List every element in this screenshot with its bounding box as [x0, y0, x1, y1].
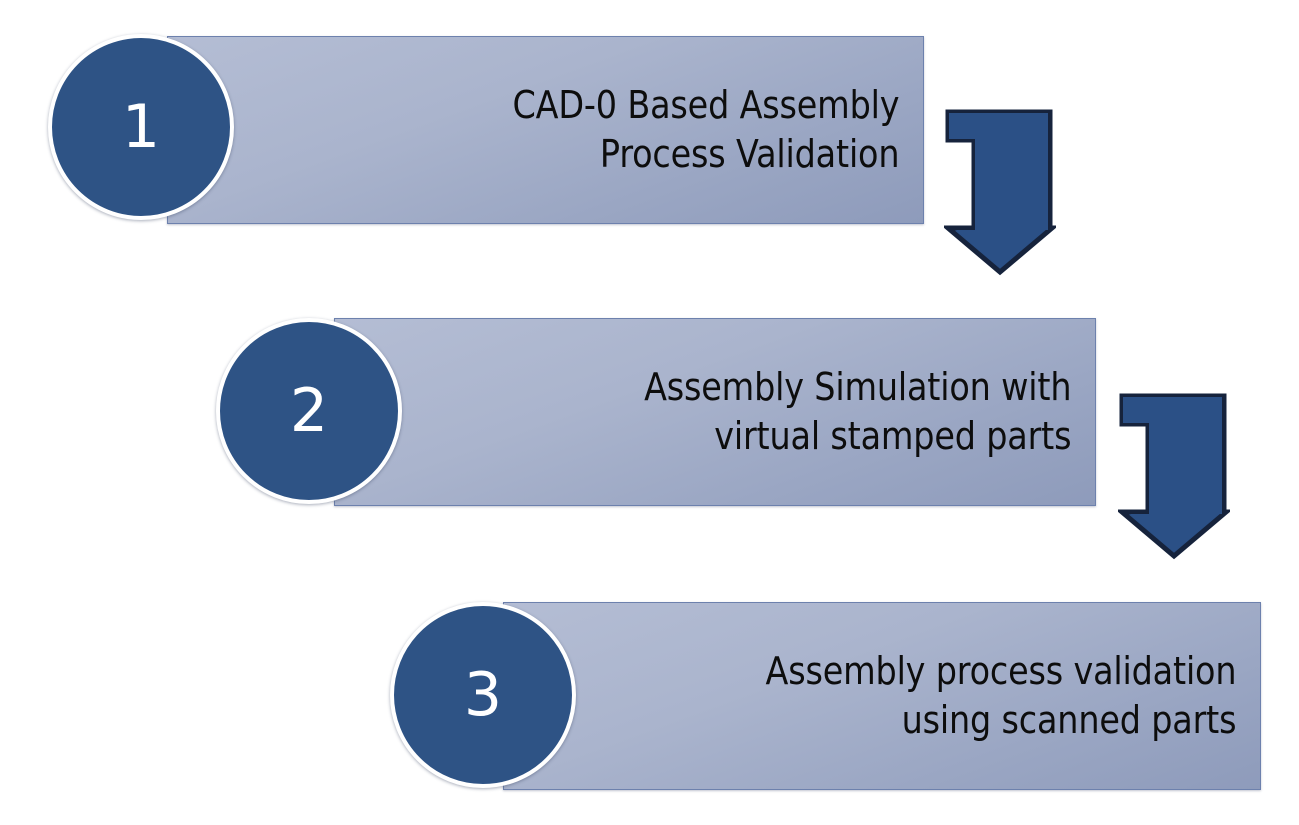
process-step-3[interactable]: Assembly process validation using scanne…: [0, 0, 1299, 790]
step-1-number-badge[interactable]: 1: [48, 34, 234, 220]
step-2-bar[interactable]: [334, 318, 1096, 506]
elbow-arrow-icon: [1118, 393, 1230, 560]
arrow-step2-to-step3: [1118, 392, 1230, 560]
step-2-number-badge[interactable]: 2: [216, 318, 402, 504]
step-1-bar[interactable]: [167, 36, 924, 224]
elbow-arrow-icon: [944, 109, 1056, 276]
step-3-number-badge[interactable]: 3: [390, 602, 576, 788]
step-3-bar[interactable]: [503, 602, 1261, 790]
step-3-number: 3: [463, 660, 503, 730]
step-1-number: 1: [121, 92, 161, 162]
arrow-step1-to-step2: [944, 108, 1056, 276]
step-2-number: 2: [289, 376, 329, 446]
